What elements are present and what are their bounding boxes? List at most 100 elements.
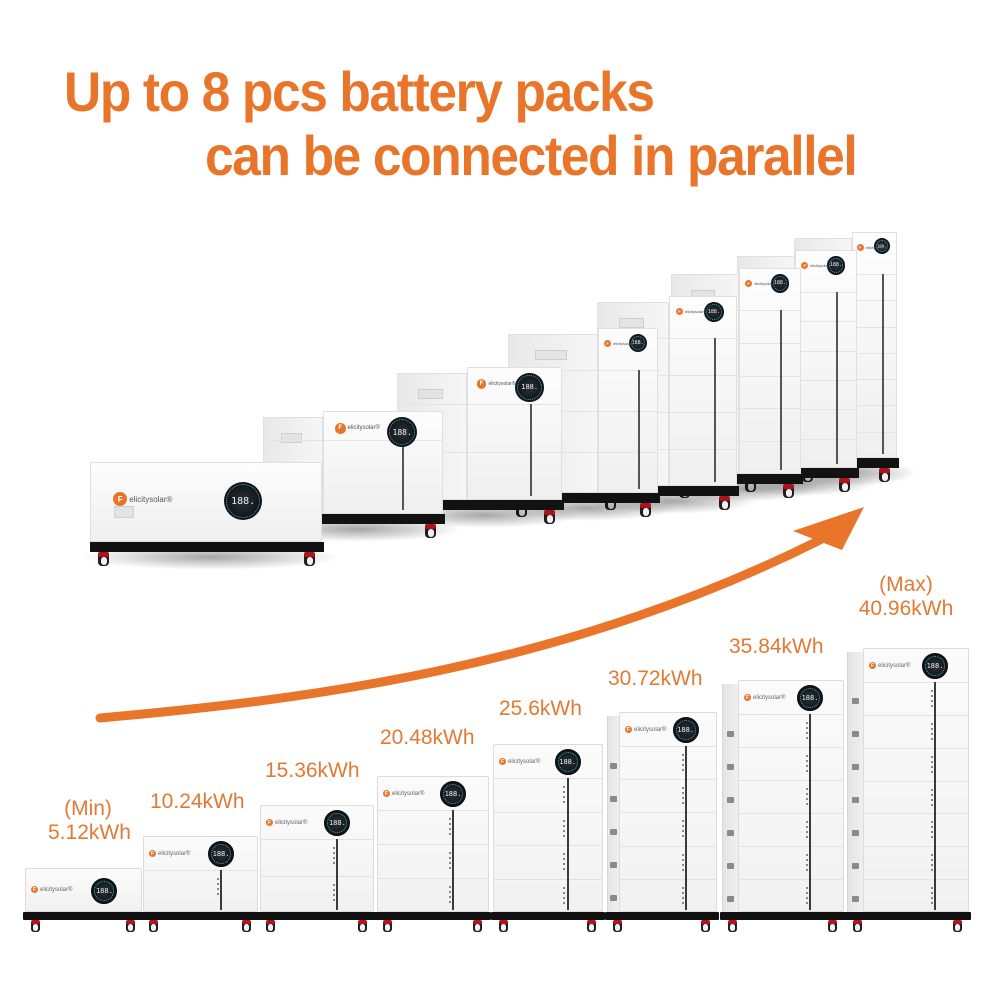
led-indicator-icon bbox=[681, 886, 684, 907]
logo-mark-icon: F bbox=[335, 423, 346, 434]
caster-wheel-icon bbox=[149, 920, 158, 932]
caster-wheel-icon bbox=[587, 920, 596, 932]
caster-base bbox=[491, 912, 605, 920]
logo-mark-icon: F bbox=[113, 492, 128, 506]
lcd-display-icon: 188. bbox=[324, 810, 351, 836]
capacity-label-7: 35.84kWh bbox=[729, 635, 824, 658]
handle-icon bbox=[852, 895, 859, 902]
lcd-display-icon: 188. bbox=[770, 274, 790, 293]
lcd-display-icon: 188. bbox=[208, 841, 235, 867]
rail-bar bbox=[684, 746, 687, 910]
handle-icon bbox=[727, 796, 734, 803]
logo-mark-icon: F bbox=[745, 280, 753, 287]
logo-text: elicitysolar® bbox=[129, 494, 173, 504]
module-divider bbox=[863, 780, 969, 782]
handle-icon bbox=[281, 433, 302, 443]
led-indicator-icon bbox=[332, 847, 335, 867]
caster-wheel-icon bbox=[266, 920, 275, 932]
lcd-display-icon: 188. bbox=[554, 749, 581, 775]
rail-bar bbox=[452, 810, 455, 910]
caster-base bbox=[605, 912, 719, 920]
led-indicator-icon bbox=[930, 854, 933, 874]
handle-icon bbox=[727, 763, 734, 770]
caster-base bbox=[141, 912, 260, 920]
logo-text: elicitysolar® bbox=[347, 425, 380, 432]
logo-text: elicitysolar® bbox=[684, 309, 707, 315]
led-indicator-icon bbox=[805, 821, 808, 841]
module-divider bbox=[738, 747, 844, 748]
handle-icon bbox=[852, 764, 859, 771]
lcd-display-icon: 188. bbox=[628, 334, 647, 352]
module-divider bbox=[619, 779, 717, 781]
logo-mark-icon: F bbox=[869, 662, 876, 669]
module-divider bbox=[863, 747, 969, 749]
caster-wheel-icon bbox=[544, 510, 555, 524]
led-indicator-icon bbox=[930, 821, 933, 841]
logo-text: elicitysolar® bbox=[865, 245, 888, 250]
module-divider bbox=[377, 878, 489, 879]
rail-bar bbox=[809, 714, 812, 910]
rail-bar bbox=[566, 778, 569, 910]
led-indicator-icon bbox=[332, 883, 335, 904]
battery-cabinet bbox=[260, 805, 374, 912]
lcd-display-icon: 188. bbox=[797, 685, 824, 711]
handle-icon bbox=[610, 795, 617, 802]
module-divider bbox=[863, 879, 969, 881]
led-indicator-icon bbox=[681, 820, 684, 840]
capacity-label-1: (Min) 5.12kWh bbox=[48, 797, 131, 845]
led-indicator-icon bbox=[930, 690, 933, 710]
handle-icon bbox=[727, 862, 734, 869]
led-indicator-icon bbox=[563, 819, 566, 840]
module-divider bbox=[397, 404, 562, 406]
module-divider bbox=[508, 370, 658, 371]
capacity-label-4: 20.48kWh bbox=[380, 726, 475, 749]
caster-wheel-icon bbox=[701, 920, 710, 932]
lcd-display-icon: 188. bbox=[515, 373, 544, 402]
caster-wheel-icon bbox=[839, 478, 850, 492]
rail-bar bbox=[779, 310, 782, 470]
caster-wheel-icon bbox=[31, 920, 40, 932]
handle-icon bbox=[727, 730, 734, 737]
side-panel bbox=[847, 652, 864, 916]
min-tag: (Min) bbox=[64, 797, 112, 820]
rail-bar bbox=[934, 682, 937, 910]
caster-base bbox=[258, 912, 376, 920]
rail-bar bbox=[835, 292, 838, 464]
logo-text: elicitysolar® bbox=[158, 850, 191, 857]
battery-cabinet bbox=[739, 268, 801, 474]
module-divider bbox=[377, 810, 489, 811]
led-indicator-icon bbox=[563, 886, 566, 907]
module-divider bbox=[263, 439, 443, 441]
rail-bar bbox=[637, 370, 640, 489]
rail-bar bbox=[336, 839, 339, 910]
caster-wheel-icon bbox=[304, 552, 315, 566]
led-indicator-icon bbox=[448, 818, 451, 838]
module-divider bbox=[738, 813, 844, 814]
logo-text: elicitysolar® bbox=[488, 380, 516, 387]
logo-mark-icon: F bbox=[383, 790, 390, 797]
caster-base bbox=[90, 542, 324, 552]
handle-icon bbox=[852, 698, 859, 705]
battery-cabinet bbox=[863, 648, 969, 912]
battery-cabinet bbox=[598, 328, 658, 493]
logo-text: elicitysolar® bbox=[508, 758, 541, 765]
headline-line-1: Up to 8 pcs battery packs bbox=[64, 60, 655, 123]
logo-mark-icon: F bbox=[149, 850, 156, 857]
logo-text: elicitysolar® bbox=[275, 819, 308, 826]
module-divider bbox=[597, 338, 737, 339]
rail-bar bbox=[881, 274, 884, 454]
led-indicator-icon bbox=[805, 722, 808, 742]
module-divider bbox=[619, 746, 717, 747]
module-divider bbox=[597, 375, 737, 376]
module-divider bbox=[493, 845, 603, 846]
